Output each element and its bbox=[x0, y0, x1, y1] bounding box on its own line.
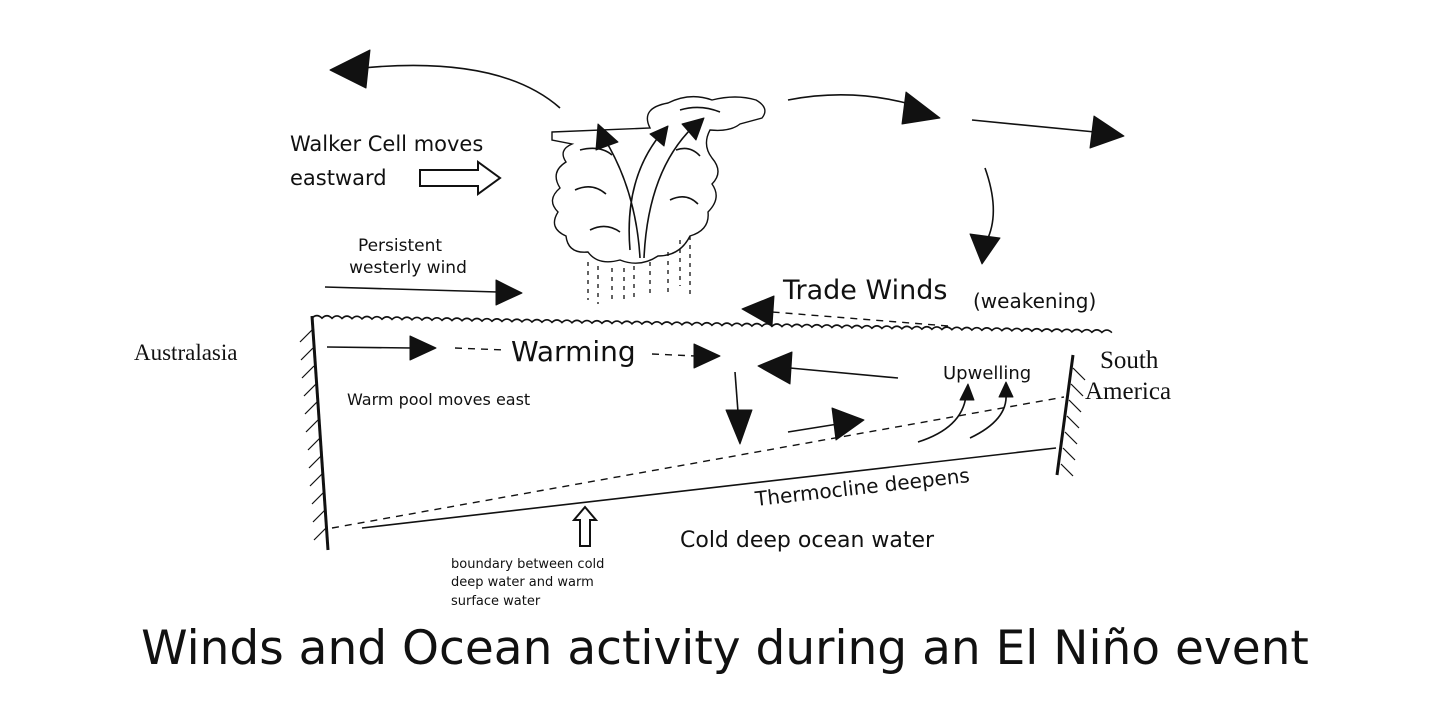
warming-label: Warming bbox=[511, 335, 636, 368]
ocean-basin bbox=[299, 314, 1113, 551]
walker-east-arrowhead bbox=[1089, 115, 1125, 149]
walker-cell-label-line2: eastward bbox=[290, 166, 387, 190]
hollow-right-arrow-icon bbox=[419, 160, 502, 196]
boundary-label-line2: deep water and warm bbox=[451, 575, 594, 590]
upwelling-label: Upwelling bbox=[943, 363, 1031, 384]
persistent-label-line2: westerly wind bbox=[349, 258, 467, 278]
weakening-label: (weakening) bbox=[973, 289, 1096, 313]
trade-winds-label: Trade Winds bbox=[782, 275, 947, 306]
america-label: America bbox=[1085, 378, 1171, 405]
walker-west-arrow-shaft bbox=[361, 64, 561, 109]
walker-descending-arrowhead bbox=[969, 233, 1001, 265]
boundary-label-line3: surface water bbox=[451, 594, 541, 609]
walker-cell-label-line1: Walker Cell moves bbox=[290, 132, 483, 156]
south-label: South bbox=[1100, 347, 1159, 374]
westerly-wind-arrow bbox=[324, 279, 523, 306]
warming-flow bbox=[326, 335, 899, 445]
trade-winds-arrow bbox=[741, 295, 949, 327]
cumulonimbus-cloud-icon bbox=[551, 95, 766, 304]
diagram-title: Winds and Ocean activity during an El Ni… bbox=[141, 621, 1309, 676]
persistent-label-line1: Persistent bbox=[358, 236, 442, 256]
walker-descending-arrow-shaft bbox=[984, 167, 995, 239]
australasia-label: Australasia bbox=[134, 340, 237, 365]
upwelling-arrows bbox=[917, 381, 1014, 443]
walker-east-arrow-shaft bbox=[971, 119, 1096, 133]
walker-circulation bbox=[329, 49, 1125, 265]
walker-top-arrowhead bbox=[901, 91, 941, 125]
walker-west-arrowhead bbox=[329, 49, 371, 89]
warm-pool-label: Warm pool moves east bbox=[347, 390, 530, 409]
walker-top-arrow-shaft bbox=[787, 94, 911, 105]
boundary-label-line1: boundary between cold bbox=[451, 557, 604, 572]
hollow-up-arrow-icon bbox=[571, 505, 599, 547]
cold-deep-water-label: Cold deep ocean water bbox=[680, 528, 935, 553]
